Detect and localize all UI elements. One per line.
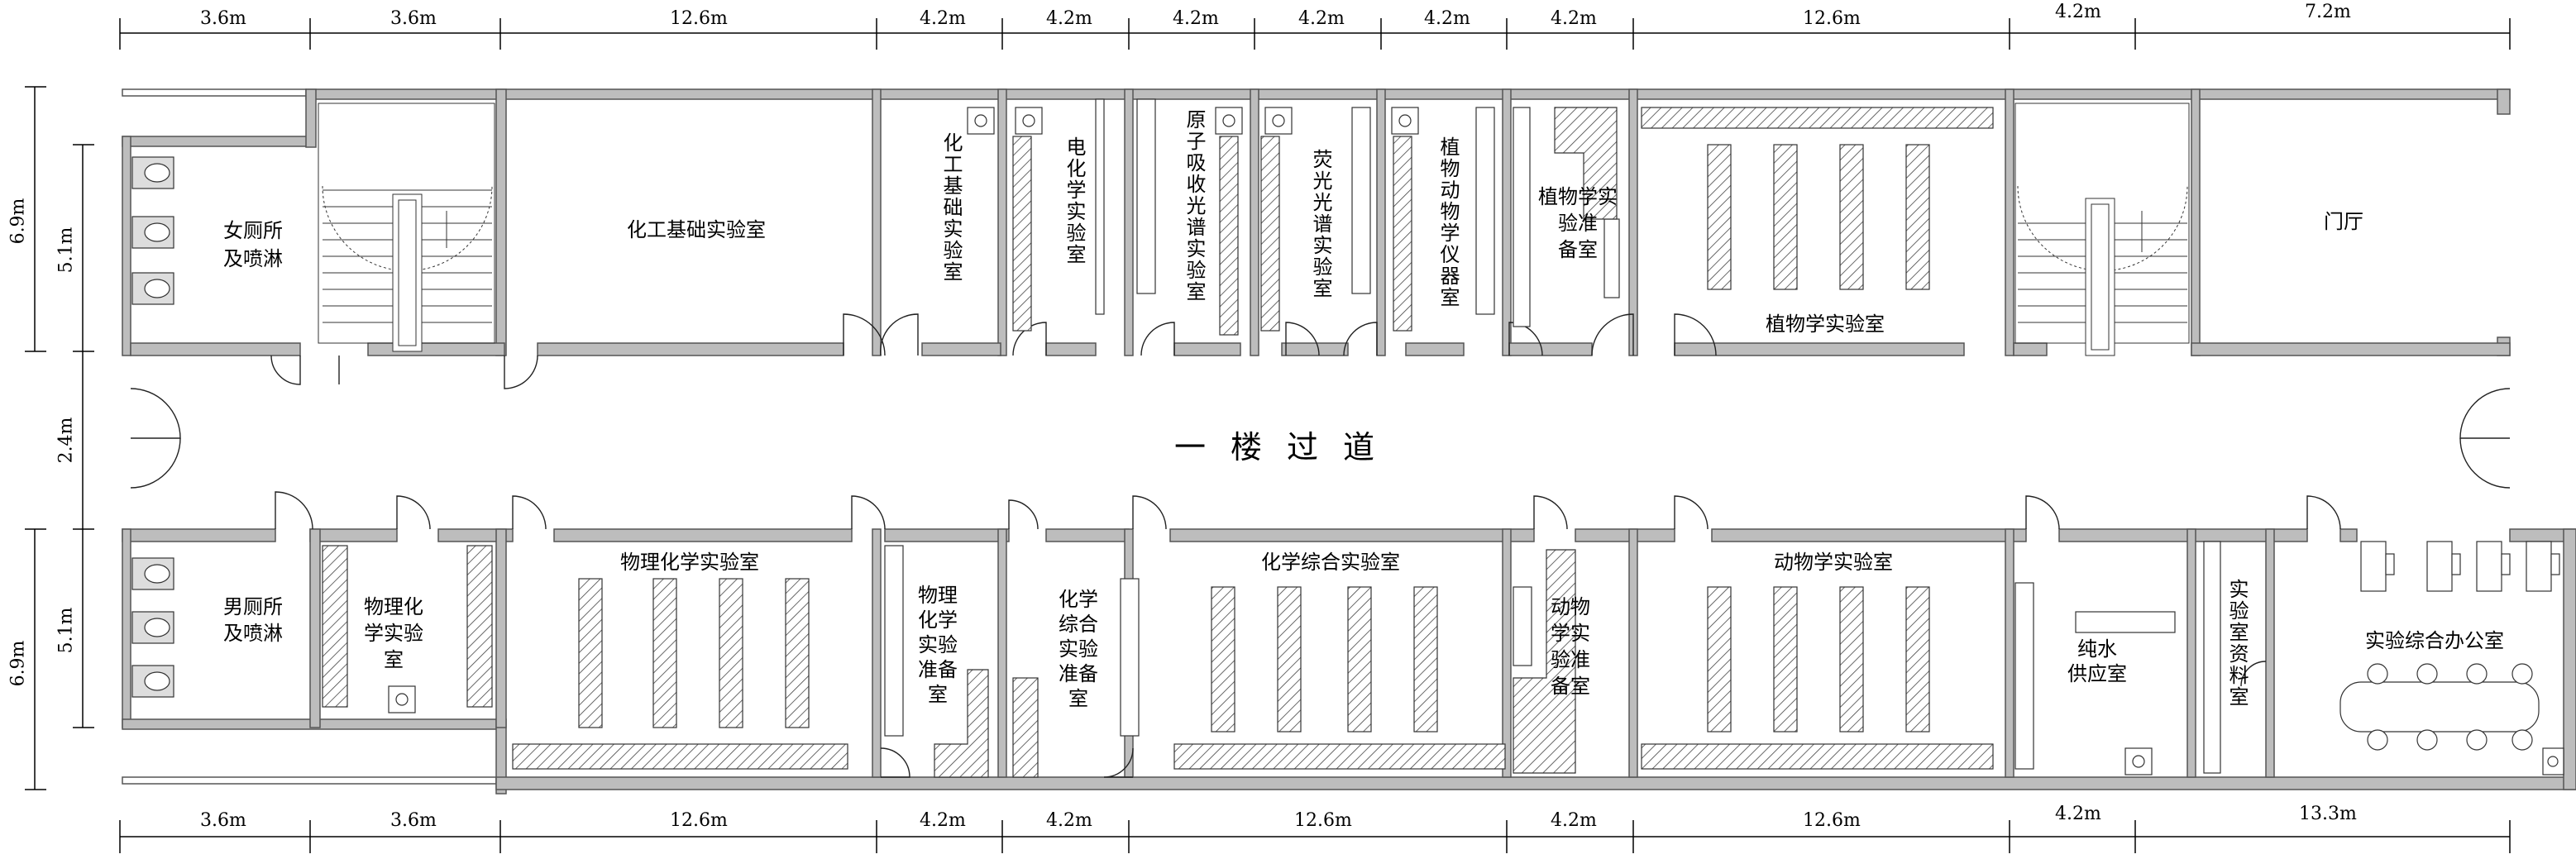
toilet-stalls-men — [131, 557, 174, 698]
dim-top-12: 7.2m — [2305, 2, 2351, 22]
dim-top-4: 4.2m — [920, 8, 966, 29]
dim-bottom-10: 13.3m — [2299, 804, 2357, 824]
room-zoology-prep: 动物 学实 验准 备室 — [1551, 594, 1590, 699]
room-chem-comp-lab: 化学综合实验室 — [1261, 551, 1400, 574]
dim-top-5: 4.2m — [1046, 8, 1092, 29]
bottom-dimension-line — [119, 820, 2511, 853]
room-aas-lab: 原子吸收光谱实验室 — [1183, 109, 1206, 303]
room-label-line: 化学 — [1059, 588, 1098, 611]
toilet-stalls-women — [131, 156, 174, 305]
room-label-line: 综合 — [1059, 613, 1098, 636]
room-label-line: 男厕所 — [223, 595, 283, 618]
room-physics-lab-small: 物理化 学实验 室 — [364, 594, 423, 673]
dim-top-1: 3.6m — [200, 8, 246, 29]
office-furniture — [2339, 541, 2560, 751]
dim-top-9: 4.2m — [1551, 8, 1597, 29]
room-label-line: 准备 — [1059, 662, 1098, 685]
lab-benches — [322, 98, 2221, 778]
room-chem-eng-lab-vertical: 化工基础实验室 — [939, 132, 963, 283]
room-label-line: 备室 — [1558, 238, 1598, 261]
dim-bottom-1: 3.6m — [200, 810, 246, 831]
room-label-line: 供应室 — [2067, 662, 2127, 685]
dim-bottom-5: 4.2m — [1046, 810, 1092, 831]
dim-top-7: 4.2m — [1298, 8, 1345, 29]
dim-bottom-4: 4.2m — [920, 810, 966, 831]
room-label-line: 女厕所 — [223, 219, 283, 242]
room-mens-restroom: 男厕所 及喷淋 — [223, 594, 283, 647]
room-physchem-prep: 物理 化学 实验 准备 室 — [918, 583, 958, 707]
room-pure-water: 纯水 供应室 — [2067, 637, 2127, 686]
dim-top-6: 4.2m — [1173, 8, 1219, 29]
staircase-left — [318, 103, 495, 352]
corridor-label: 一楼过道 — [1174, 429, 1400, 465]
room-label-line: 准备 — [918, 658, 958, 681]
dim-bottom-7: 4.2m — [1551, 810, 1597, 831]
room-label-line: 化学 — [918, 608, 958, 632]
room-label-line: 备室 — [1551, 675, 1590, 698]
room-label-line: 室 — [1068, 687, 1088, 710]
dim-top-11: 4.2m — [2055, 2, 2101, 22]
dim-top-8: 4.2m — [1424, 8, 1470, 29]
dim-top-3: 12.6m — [670, 8, 728, 29]
room-archive: 实验室资料室 — [2225, 579, 2249, 708]
room-botany-prep: 植物学实 验准 备室 — [1538, 184, 1618, 263]
room-plant-animal-instrument-lab: 植物动物学仪器室 — [1436, 136, 1460, 308]
room-label-line: 验准 — [1558, 212, 1598, 235]
room-label-line: 实验 — [918, 633, 958, 656]
room-label-line: 植物学实 — [1538, 185, 1618, 208]
bottom-walls — [122, 528, 2576, 795]
dim-left-inner-bottom: 5.1m — [55, 607, 77, 654]
room-chem-comp-prep: 化学 综合 实验 准备 室 — [1059, 587, 1098, 711]
room-label-line: 学实 — [1551, 622, 1590, 645]
room-label-line: 学实验 — [364, 622, 423, 645]
room-label-line: 验准 — [1551, 648, 1590, 671]
room-chem-eng-lab: 化工基础实验室 — [627, 218, 766, 241]
dim-left-outer-bottom: 6.9m — [7, 640, 29, 687]
dim-top-10: 12.6m — [1803, 8, 1861, 29]
top-dimension-line — [119, 18, 2511, 50]
dim-bottom-2: 3.6m — [390, 810, 437, 831]
room-electrochem-lab: 电化学实验室 — [1063, 136, 1086, 265]
room-label-line: 纯水 — [2077, 637, 2117, 661]
room-zoology-lab: 动物学实验室 — [1774, 551, 1893, 574]
room-fluorescence-lab: 荧光光谱实验室 — [1309, 149, 1332, 299]
room-label-line: 物理 — [918, 584, 958, 607]
dim-left-corridor: 2.4m — [55, 417, 77, 464]
dim-left-outer-top: 6.9m — [7, 198, 29, 245]
room-label-line: 物理化 — [364, 595, 423, 618]
dim-bottom-9: 4.2m — [2055, 804, 2101, 824]
room-label-line: 动物 — [1551, 595, 1590, 618]
top-walls — [122, 88, 2511, 356]
room-lobby: 门厅 — [2324, 210, 2363, 233]
sinks — [388, 107, 2564, 775]
dim-left-inner-top: 5.1m — [55, 227, 77, 274]
room-label-line: 室 — [384, 648, 404, 671]
room-label-line: 及喷淋 — [223, 622, 283, 645]
dim-bottom-3: 12.6m — [670, 810, 728, 831]
room-office: 实验综合办公室 — [2365, 629, 2504, 652]
room-botany-lab: 植物学实验室 — [1766, 313, 1885, 336]
room-label-line: 实验 — [1059, 637, 1098, 661]
staircase-right — [2014, 103, 2190, 356]
left-dimension-lines — [25, 86, 94, 790]
dim-top-2: 3.6m — [390, 8, 437, 29]
dim-bottom-6: 12.6m — [1294, 810, 1352, 831]
room-womens-restroom: 女厕所 及喷淋 — [223, 217, 283, 273]
room-label-line: 及喷淋 — [223, 247, 283, 270]
room-physchem-lab: 物理化学实验室 — [620, 551, 759, 574]
dim-bottom-8: 12.6m — [1803, 810, 1861, 831]
room-label-line: 室 — [928, 683, 948, 706]
